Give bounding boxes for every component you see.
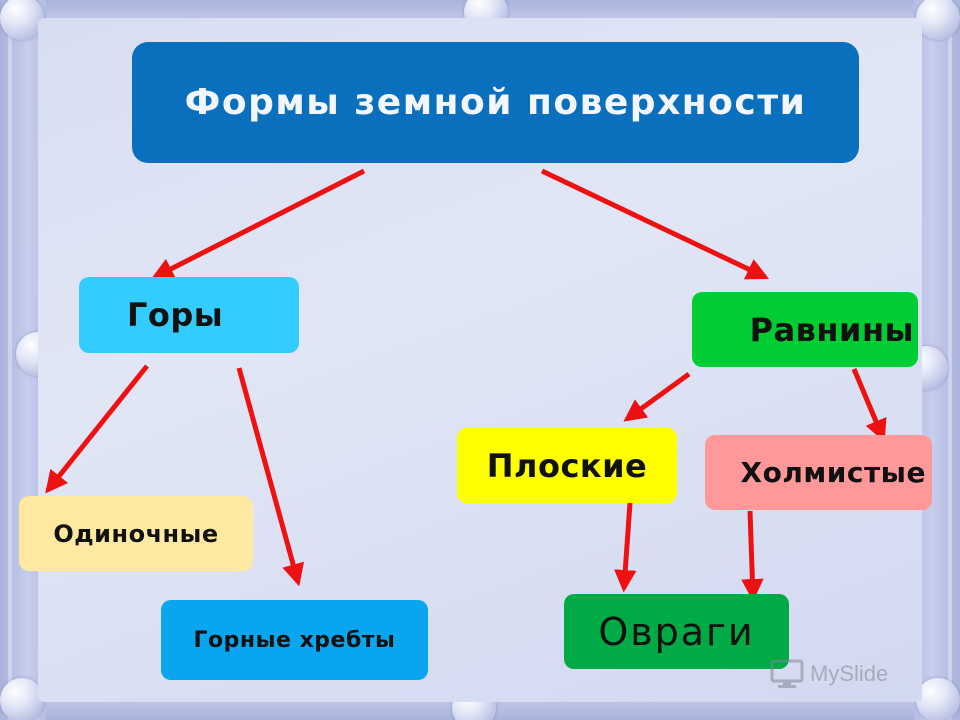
arrow-plains-to-flat (623, 371, 691, 422)
corner-bead (0, 678, 44, 720)
corner-bead (0, 0, 44, 40)
node-label: Плоские (486, 446, 648, 485)
diagram-title: Формы земной поверхности (184, 82, 807, 123)
watermark-text: MySlide (810, 661, 889, 686)
node-ranges: Горные хребты (161, 600, 428, 680)
monitor-icon (770, 659, 804, 688)
node-label: Равнины (749, 310, 914, 349)
arrow-flat-to-ravines (614, 502, 637, 593)
arrow-title-to-plains (540, 168, 770, 280)
arrow-mountains-to-ranges (236, 367, 305, 587)
node-label: Холмистые (740, 456, 926, 489)
node-flat: Плоские (457, 428, 677, 503)
node-single: Одиночные (19, 496, 253, 571)
arrow-title-to-mountains (150, 168, 366, 280)
node-ravines: Овраги (564, 594, 789, 669)
arrow-plains-to-hilly (851, 368, 887, 443)
node-plains: Равнины (692, 292, 918, 367)
corner-bead (916, 678, 960, 720)
frame-stripe (8, 0, 12, 720)
frame-stripe (948, 0, 952, 720)
node-hilly: Холмистые (705, 435, 932, 510)
corner-bead (916, 0, 960, 40)
node-label: Одиночные (53, 519, 219, 548)
arrow-hilly-to-ravines (741, 510, 764, 602)
node-label: Горные хребты (193, 627, 396, 653)
node-mountains: Горы (79, 277, 299, 353)
node-label: Овраги (598, 609, 755, 654)
node-label: Горы (127, 296, 224, 334)
watermark: MySlide (770, 656, 888, 692)
diagram-title-box: Формы земной поверхности (132, 42, 859, 163)
arrow-mountains-to-single (45, 364, 149, 494)
